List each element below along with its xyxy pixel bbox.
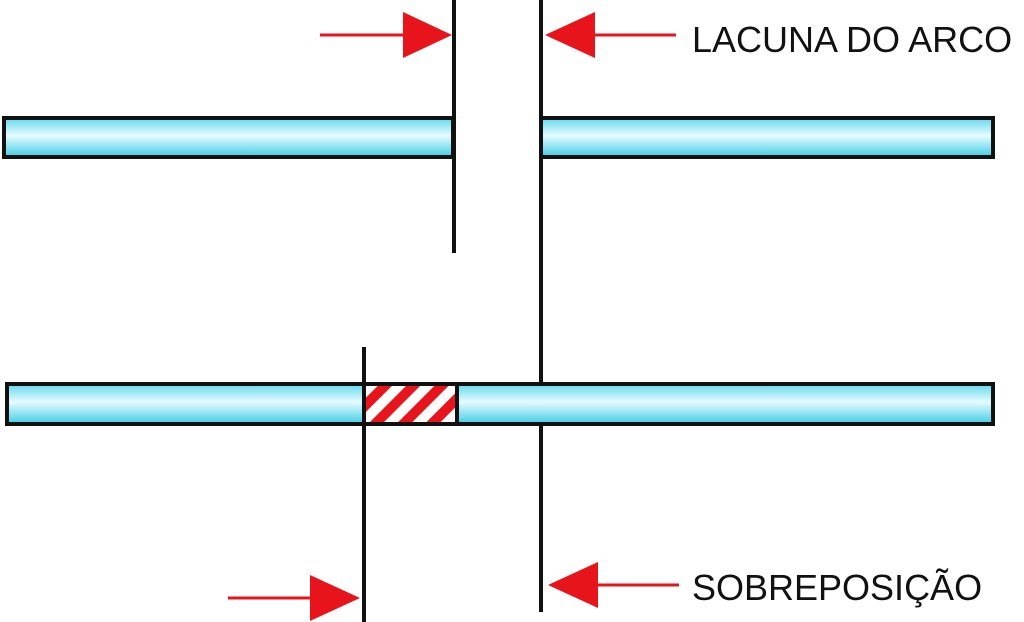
overlap-scenario: SOBREPOSIÇÃO bbox=[5, 347, 995, 622]
overlap-left-arrow-icon bbox=[228, 575, 360, 621]
bottom-electrode-bar bbox=[5, 382, 995, 426]
top-right-electrode-bar bbox=[539, 116, 995, 159]
gap-scenario: LACUNA DO ARCO bbox=[2, 0, 1012, 385]
gap-right-arrow-icon bbox=[545, 12, 676, 58]
overlap-right-arrow-icon bbox=[548, 562, 679, 608]
gap-left-arrow-icon bbox=[320, 12, 452, 58]
overlap-label: SOBREPOSIÇÃO bbox=[692, 567, 982, 608]
gap-label: LACUNA DO ARCO bbox=[692, 19, 1012, 60]
top-left-electrode-bar bbox=[2, 116, 455, 159]
overlap-hatched-region bbox=[362, 382, 459, 426]
